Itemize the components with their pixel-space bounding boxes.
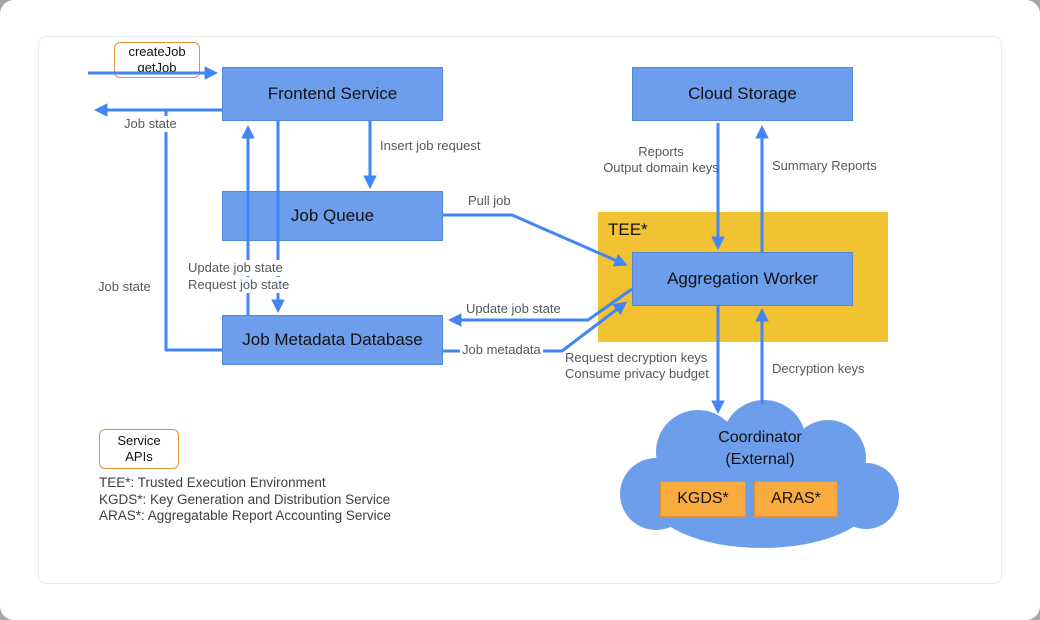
edge-label-request-decryption: Request decryption keys Consume privacy … bbox=[563, 350, 711, 382]
footnote-aras: ARAS*: Aggregatable Report Accounting Se… bbox=[99, 508, 391, 523]
service-apis-legend-box: Service APIs bbox=[99, 429, 179, 469]
coordinator-line1: Coordinator bbox=[718, 429, 802, 446]
kgds-node: KGDS* bbox=[660, 481, 746, 517]
job-queue-label: Job Queue bbox=[290, 206, 375, 225]
edge-label-pull-job: Pull job bbox=[466, 193, 513, 209]
edge-label-insert-job-request: Insert job request bbox=[378, 138, 483, 154]
edge-label-reports-line1: Reports bbox=[638, 144, 684, 159]
createjob-label: createJob bbox=[128, 44, 186, 59]
coordinator-line2: (External) bbox=[725, 451, 795, 468]
edge-label-job-state-return: Job state bbox=[96, 279, 153, 295]
edge-label-job-state-out: Job state bbox=[122, 116, 179, 132]
edge-label-request-decryption-line1: Request decryption keys bbox=[565, 350, 708, 365]
frontend-service-label: Frontend Service bbox=[267, 84, 398, 103]
getjob-label: getJob bbox=[137, 60, 177, 75]
cloud-shape bbox=[620, 400, 899, 548]
edge-label-job-metadata: Job metadata bbox=[460, 342, 543, 358]
job-queue-node: Job Queue bbox=[222, 191, 443, 241]
cloud-storage-node: Cloud Storage bbox=[632, 67, 853, 121]
edge-label-reports: Reports Output domain keys bbox=[598, 144, 724, 176]
aggregation-worker-label: Aggregation Worker bbox=[667, 269, 818, 288]
coordinator-label: Coordinator (External) bbox=[640, 427, 880, 471]
aras-label: ARAS* bbox=[771, 490, 821, 507]
create-get-job-api-box: createJob getJob bbox=[114, 42, 200, 78]
aggregation-worker-node: Aggregation Worker bbox=[632, 252, 853, 306]
job-metadata-database-label: Job Metadata Database bbox=[242, 330, 423, 349]
footnote-kgds: KGDS*: Key Generation and Distribution S… bbox=[99, 491, 391, 507]
edge-label-reports-line2: Output domain keys bbox=[603, 160, 719, 175]
footnote-tee: TEE*: Trusted Execution Environment bbox=[99, 475, 326, 490]
edge-label-update-job-state-worker: Update job state bbox=[464, 301, 563, 317]
footnotes: TEE*: Trusted Execution Environment KGDS… bbox=[99, 475, 391, 525]
edge-label-request-job-state: Request job state bbox=[186, 277, 292, 293]
job-metadata-database-node: Job Metadata Database bbox=[222, 315, 443, 365]
edge-label-request-decryption-line2: Consume privacy budget bbox=[565, 366, 709, 381]
frontend-service-node: Frontend Service bbox=[222, 67, 443, 121]
legend-line2: APIs bbox=[125, 449, 153, 464]
aras-node: ARAS* bbox=[754, 481, 838, 517]
edge-label-update-job-state-frontend: Update job state bbox=[186, 260, 285, 276]
legend-line1: Service bbox=[117, 433, 161, 448]
cloud-storage-label: Cloud Storage bbox=[688, 84, 797, 103]
edge-label-decryption-keys: Decryption keys bbox=[770, 361, 867, 377]
kgds-label: KGDS* bbox=[677, 490, 729, 507]
edge-label-summary-reports: Summary Reports bbox=[770, 158, 879, 174]
